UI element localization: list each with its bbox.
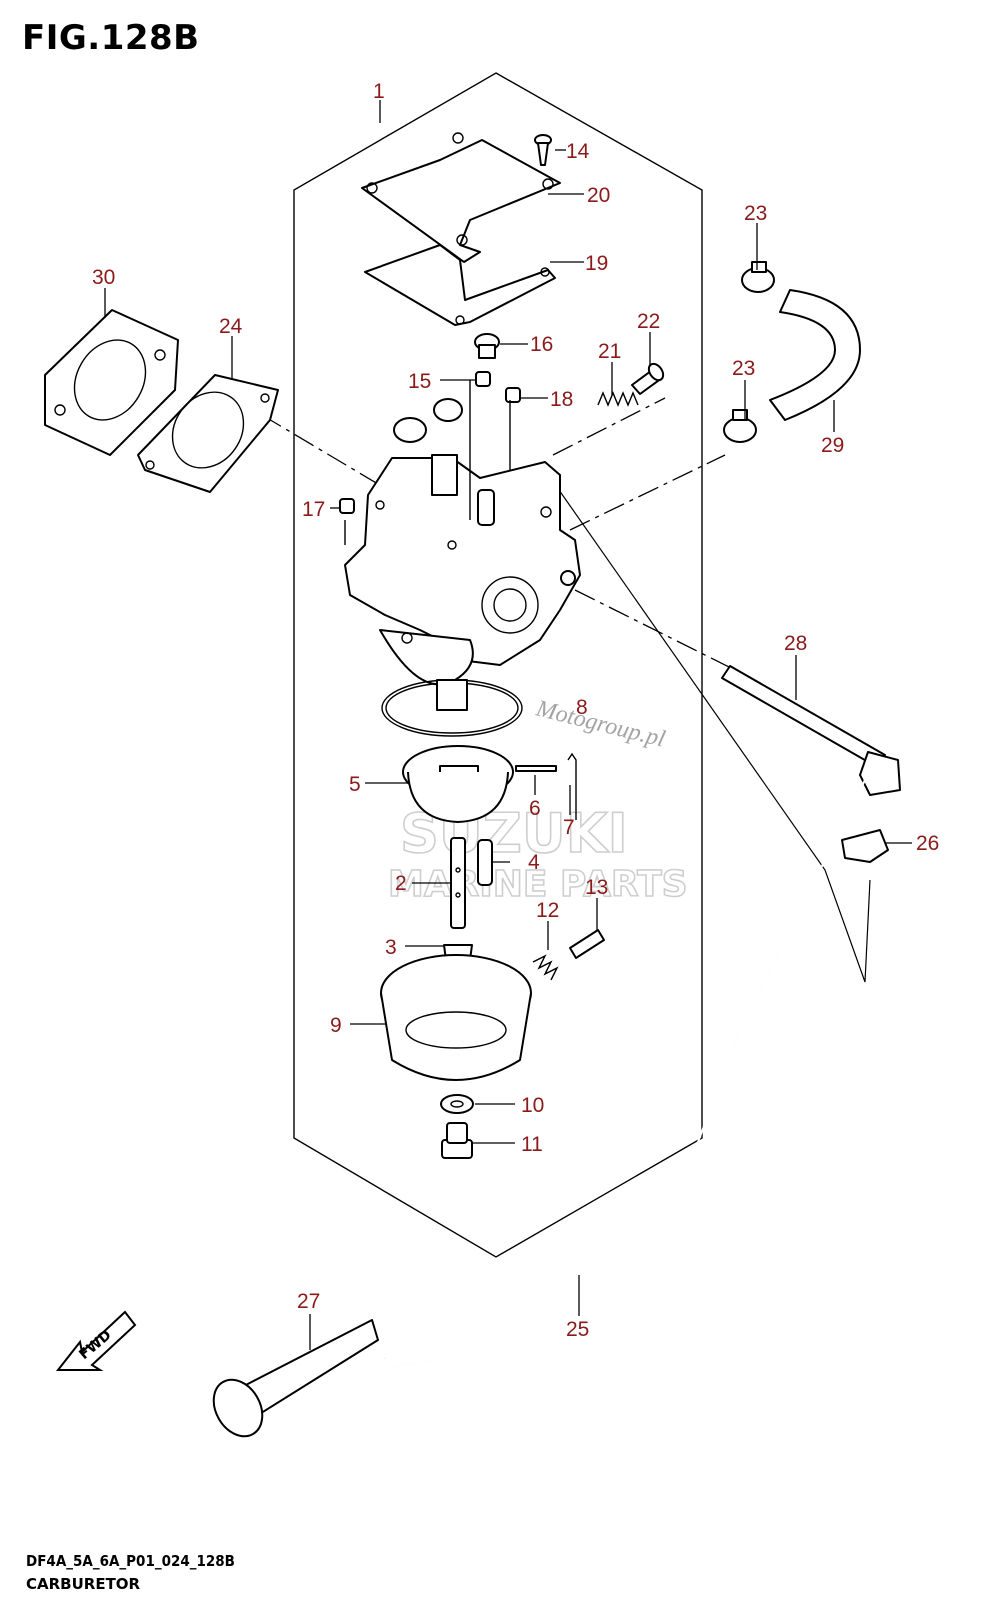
screw-14 xyxy=(534,134,552,166)
spring-12 xyxy=(532,954,559,981)
drain-screw-11 xyxy=(441,1122,473,1159)
gasket-19 xyxy=(364,244,556,326)
callout-22: 22 xyxy=(637,310,660,333)
spring-21 xyxy=(597,391,639,407)
clip-26 xyxy=(841,829,889,863)
callout-10: 10 xyxy=(521,1094,544,1117)
screw-16 xyxy=(474,333,500,359)
callout-18: 18 xyxy=(550,388,573,411)
callout-2: 2 xyxy=(395,872,407,895)
fwd-arrow-icon: FWD xyxy=(55,1310,137,1371)
callout-6: 6 xyxy=(529,797,541,820)
gasket-24 xyxy=(137,374,279,493)
callout-16: 16 xyxy=(530,333,553,356)
callout-11: 11 xyxy=(521,1133,543,1156)
plug-17 xyxy=(339,498,355,514)
callout-28: 28 xyxy=(784,632,807,655)
callout-20: 20 xyxy=(587,184,610,207)
callouts: 1 2 3 4 5 6 7 8 9 10 11 12 13 14 15 16 1… xyxy=(92,80,939,1341)
callout-5: 5 xyxy=(349,773,361,796)
main-nozzle-2 xyxy=(450,837,466,929)
callout-25: 25 xyxy=(566,1318,589,1341)
callout-29: 29 xyxy=(821,434,844,457)
callout-19: 19 xyxy=(585,252,608,275)
float-bowl-9 xyxy=(380,954,532,1081)
reference-line xyxy=(544,469,871,983)
plug-15 xyxy=(475,371,491,387)
pilot-screw-13 xyxy=(569,929,605,959)
figure-name: CARBURETOR xyxy=(26,1575,141,1593)
figure-code: DF4A_5A_6A_P01_024_128B xyxy=(26,1552,235,1570)
callout-9: 9 xyxy=(330,1014,342,1037)
alignment-lines xyxy=(261,397,736,671)
callout-12: 12 xyxy=(536,899,559,922)
float-pin-6 xyxy=(515,765,557,772)
leader-lines xyxy=(104,100,912,1350)
choke-knob-27 xyxy=(212,1319,379,1438)
insulator-30 xyxy=(44,309,179,456)
screw-22 xyxy=(631,362,665,395)
figure-title: FIG.128B xyxy=(22,18,200,58)
callout-26: 26 xyxy=(916,832,939,855)
callout-23a: 23 xyxy=(744,202,767,225)
callout-27: 27 xyxy=(297,1290,320,1313)
carburetor-body xyxy=(344,380,581,686)
callout-7: 7 xyxy=(563,816,575,839)
callout-3: 3 xyxy=(385,936,397,959)
fuel-hose-29 xyxy=(769,289,861,421)
needle-valve-4 xyxy=(477,839,493,886)
clip-7 xyxy=(567,752,577,820)
callout-4: 4 xyxy=(528,851,540,874)
float-5 xyxy=(402,745,514,823)
callout-1: 1 xyxy=(373,80,385,103)
callout-8: 8 xyxy=(576,696,588,719)
callout-30: 30 xyxy=(92,266,115,289)
watermark-site: Motogroup.pl xyxy=(533,695,668,752)
jet-tube xyxy=(436,679,468,711)
gasket-plate-20 xyxy=(361,132,561,263)
plug-18 xyxy=(505,387,521,403)
callout-14: 14 xyxy=(566,140,590,163)
bolt-28 xyxy=(721,665,901,796)
watermark-line2: MARINE PARTS xyxy=(388,864,688,905)
washer-10 xyxy=(440,1094,474,1114)
clamp-23-top xyxy=(741,261,775,293)
callout-23b: 23 xyxy=(732,357,755,380)
kit-outline xyxy=(293,72,703,1258)
callout-13: 13 xyxy=(585,876,608,899)
callout-17: 17 xyxy=(302,498,325,521)
callout-21: 21 xyxy=(598,340,621,363)
callout-24: 24 xyxy=(219,315,243,338)
clamp-23-bottom xyxy=(723,409,757,443)
callout-15: 15 xyxy=(408,370,431,393)
